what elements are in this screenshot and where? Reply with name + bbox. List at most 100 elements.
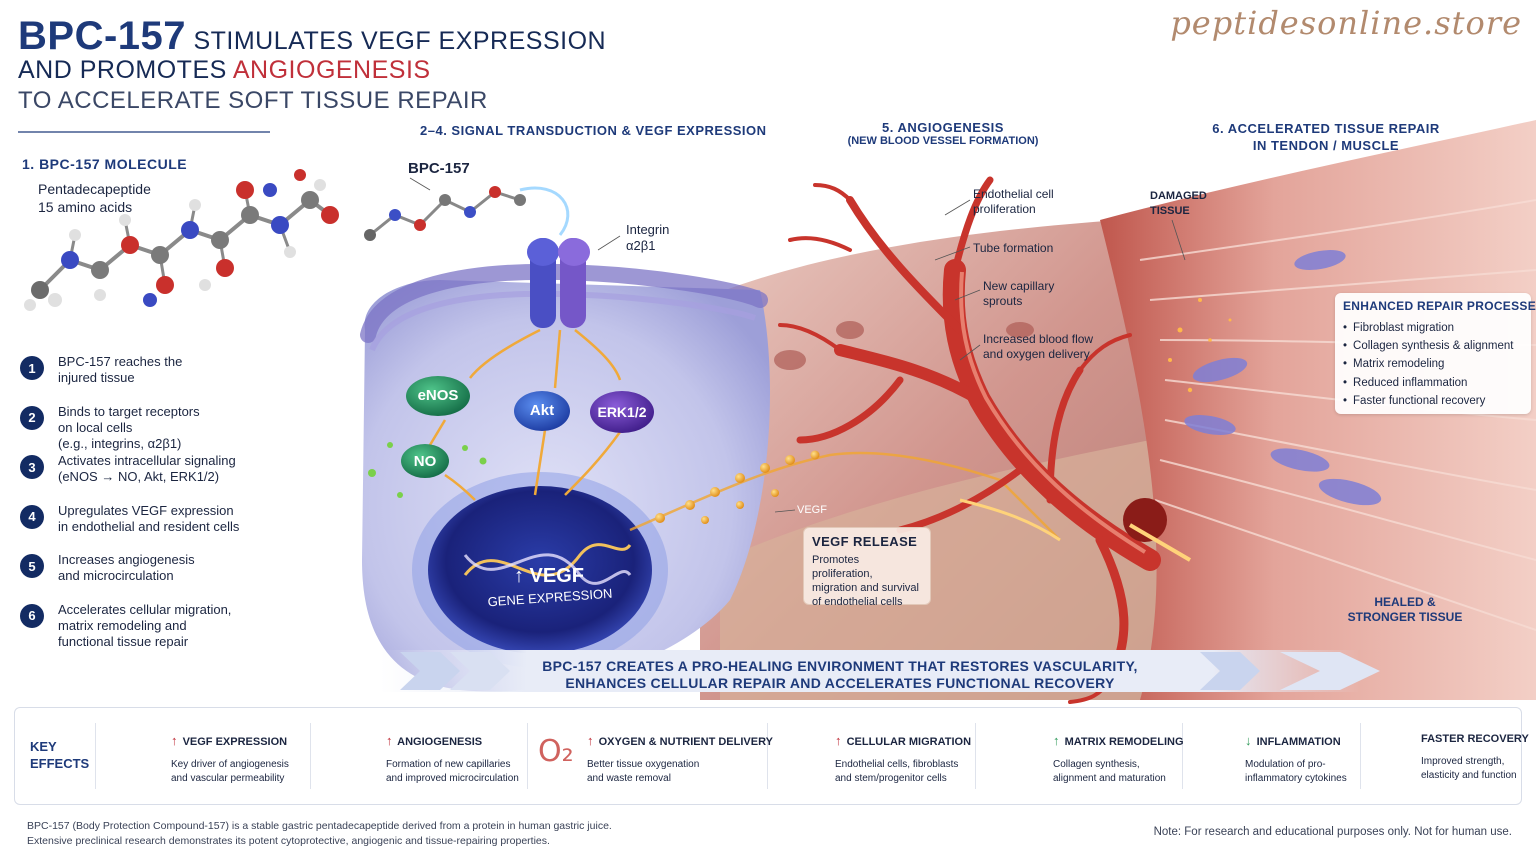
- footer-description: BPC-157 (Body Protection Compound-157) i…: [27, 820, 612, 847]
- effect-title: FASTER RECOVERY: [1421, 733, 1529, 745]
- angio-label-sprouts: New capillary sprouts: [983, 279, 1055, 308]
- effect-title-text: MATRIX REMODELING: [1064, 736, 1184, 748]
- integrin-receptor-icon: [527, 238, 590, 328]
- down-arrow-icon: ↓: [1245, 733, 1252, 748]
- effects-separator: [975, 723, 976, 789]
- vegf-release-title: VEGF RELEASE: [812, 534, 918, 549]
- brand-watermark: peptidesonline.store: [1170, 4, 1522, 42]
- effects-separator: [767, 723, 768, 789]
- erk-node: [590, 391, 654, 433]
- title-line-3: TO ACCELERATE SOFT TISSUE REPAIR: [18, 87, 488, 114]
- effect-title-text: INFLAMMATION: [1256, 736, 1341, 748]
- effects-separator: [1182, 723, 1183, 789]
- vegf-upregulation-label: ↑ VEGF: [513, 565, 584, 587]
- tissue-cell-2: [836, 321, 864, 339]
- step-number: 4: [20, 504, 44, 529]
- summary-banner-text: BPC-157 CREATES A PRO-HEALING ENVIRONMEN…: [542, 658, 1138, 691]
- binding-glow: [519, 186, 570, 236]
- effect-text: Modulation of pro- inflammatory cytokine…: [1245, 759, 1347, 784]
- effect-recovery: FASTER RECOVERY Improved strength, elast…: [1421, 733, 1529, 783]
- step-number: 6: [20, 603, 44, 628]
- blood-flow-arrow: [1128, 523, 1192, 562]
- step-text: BPC-157 reaches the injured tissue: [58, 354, 183, 385]
- effect-title: ↑ CELLULAR MIGRATION: [835, 733, 971, 748]
- effect-title-text: VEGF EXPRESSION: [182, 736, 288, 748]
- effect-text: Endothelial cells, fibroblasts and stem/…: [835, 759, 959, 784]
- effect-title-text: FASTER RECOVERY: [1421, 733, 1529, 745]
- oxygen-icon: O₂: [538, 734, 574, 769]
- akt-node: [514, 391, 570, 431]
- step-number: 5: [20, 554, 44, 578]
- vegf-label: VEGF: [797, 504, 827, 516]
- muscle-tissue: [1100, 120, 1536, 700]
- nucleus: [428, 486, 652, 654]
- vessel-highlight: [959, 271, 1147, 554]
- key-effects-heading: KEY EFFECTS: [30, 739, 90, 771]
- signal-section-title: 2–4. SIGNAL TRANSDUCTION & VEGF EXPRESSI…: [420, 123, 767, 138]
- effect-text: Better tissue oxygenation and waste remo…: [587, 759, 700, 784]
- up-arrow-icon: ↑: [835, 733, 842, 748]
- signal-arrows: [428, 328, 622, 501]
- repair-process-list: Fibroblast migration Collagen synthesis …: [1343, 319, 1523, 410]
- vegf-release-box: VEGF RELEASE Promotes proliferation, mig…: [803, 527, 931, 608]
- healed-tissue-label: HEALED & STRONGER TISSUE: [1347, 595, 1463, 624]
- effect-title-text: ANGIOGENESIS: [397, 736, 483, 748]
- footer-disclaimer: Note: For research and educational purpo…: [1153, 826, 1512, 838]
- no-node: [401, 444, 449, 478]
- repair-process-item: Fibroblast migration: [1343, 319, 1523, 337]
- title-line-2-start: AND PROMOTES: [18, 56, 233, 84]
- effects-separator: [1360, 723, 1361, 789]
- vegf-release-text: Promotes proliferation, migration and su…: [812, 554, 919, 608]
- title-line-2: AND PROMOTES ANGIOGENESIS: [18, 56, 431, 85]
- summary-banner: [380, 650, 1380, 692]
- step-text: Binds to target receptors on local cells…: [58, 403, 200, 451]
- repair-section-title: 6. ACCELERATED TISSUE REPAIR IN TENDON /…: [1212, 121, 1440, 153]
- effect-oxygen: ↑ OXYGEN & NUTRIENT DELIVERY Better tiss…: [587, 733, 773, 786]
- effect-text: Key driver of angiogenesis and vascular …: [171, 759, 289, 784]
- title-rest: STIMULATES VEGF EXPRESSION: [186, 27, 607, 55]
- effect-text: Improved strength, elasticity and functi…: [1421, 756, 1517, 781]
- up-arrow-icon: ↑: [587, 733, 594, 748]
- molecule-line-1: Pentadecapeptide: [38, 181, 151, 197]
- akt-label: Akt: [529, 402, 555, 419]
- no-label: NO: [413, 453, 437, 470]
- enos-label: eNOS: [417, 387, 459, 404]
- effect-title: ↑ MATRIX REMODELING: [1053, 733, 1184, 748]
- enos-node: [406, 376, 470, 416]
- step-text: Activates intracellular signaling (eNOS …: [58, 453, 236, 484]
- key-effects-panel: [14, 707, 1522, 805]
- vegf-flow-arrow: [959, 498, 1061, 542]
- effect-migration: ↑ CELLULAR MIGRATION Endothelial cells, …: [835, 733, 971, 786]
- effect-angiogenesis: ↑ ANGIOGENESIS Formation of new capillar…: [386, 733, 519, 786]
- vegf-particles: [629, 450, 1061, 541]
- step-item: 5 Increases angiogenesis and microcircula…: [20, 552, 350, 602]
- effect-text: Collagen synthesis, alignment and matura…: [1053, 759, 1166, 784]
- repair-process-item: Faster functional recovery: [1343, 392, 1523, 410]
- angio-label-tube: Tube formation: [973, 241, 1054, 255]
- cell-membrane: [360, 263, 768, 343]
- effect-title-text: CELLULAR MIGRATION: [846, 736, 972, 748]
- effect-title: ↓ INFLAMMATION: [1245, 733, 1347, 748]
- up-arrow-icon: ↑: [171, 733, 178, 748]
- effects-separator: [95, 723, 96, 789]
- fibroblast-cells: [1184, 250, 1382, 506]
- effect-title: ↑ VEGF EXPRESSION: [171, 733, 289, 748]
- effects-separator: [310, 723, 311, 789]
- erk-label: ERK1/2: [597, 404, 647, 420]
- step-number: 1: [20, 356, 44, 380]
- title-angiogenesis: ANGIOGENESIS: [232, 56, 431, 84]
- molecule-section-title: 1. BPC-157 MOLECULE: [22, 156, 188, 172]
- bpc157-peptide-icon: [364, 186, 526, 241]
- up-arrow-icon: ↑: [1053, 733, 1060, 748]
- repair-processes-box: ENHANCED REPAIR PROCESSES Fibroblast mig…: [1335, 293, 1536, 414]
- step-text: Increases angiogenesis and microcirculat…: [58, 552, 195, 583]
- step-item: 1 BPC-157 reaches the injured tissue: [20, 354, 350, 404]
- angio-label-proliferation: Endothelial cell proliferation: [973, 187, 1054, 216]
- angiogenesis-section-subtitle: (NEW BLOOD VESSEL FORMATION): [847, 135, 1039, 147]
- effect-matrix: ↑ MATRIX REMODELING Collagen synthesis, …: [1053, 733, 1184, 786]
- repair-sparkles: [1168, 298, 1232, 393]
